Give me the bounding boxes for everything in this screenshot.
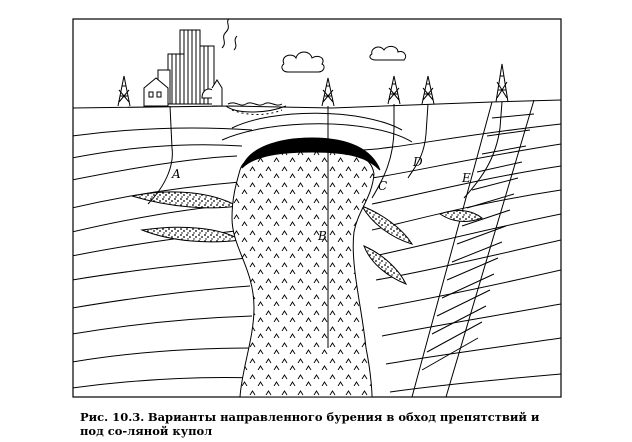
strata xyxy=(73,127,257,389)
oil-derrick-icon-1 xyxy=(117,75,131,107)
well-label-D: D xyxy=(412,155,423,169)
geological-cross-section: A B C D E xyxy=(72,18,562,398)
oil-derrick-icon-4 xyxy=(421,75,435,105)
cloud-1 xyxy=(281,51,325,73)
well-label-C: C xyxy=(378,179,387,193)
oil-derrick-icon-2 xyxy=(321,77,335,107)
figure-caption: Рис. 10.3. Варианты направленного бурени… xyxy=(80,410,560,438)
well-label-E: E xyxy=(461,171,471,185)
oil-derrick-icon-3 xyxy=(387,75,401,105)
well-A xyxy=(147,105,173,205)
city-buildings-icon xyxy=(143,29,223,107)
smoke xyxy=(221,19,238,51)
oil-derrick-icon-5 xyxy=(495,63,509,103)
well-D xyxy=(407,103,429,179)
caption-text: Варианты направленного бурения в обход п… xyxy=(80,410,540,438)
reservoir-lens xyxy=(363,245,408,285)
well-label-B: B xyxy=(317,229,327,243)
cloud-2 xyxy=(369,45,407,61)
ground-surface xyxy=(73,99,561,109)
reservoir-lens xyxy=(438,210,483,222)
well-C xyxy=(371,104,395,199)
caption-number: Рис. 10.3. xyxy=(80,410,145,424)
dome-cap xyxy=(241,137,381,171)
salt-dome xyxy=(231,145,375,397)
surface-lake xyxy=(225,102,287,113)
well-label-A: A xyxy=(171,167,181,181)
well-E xyxy=(463,101,503,199)
reservoir-lens xyxy=(360,205,414,245)
